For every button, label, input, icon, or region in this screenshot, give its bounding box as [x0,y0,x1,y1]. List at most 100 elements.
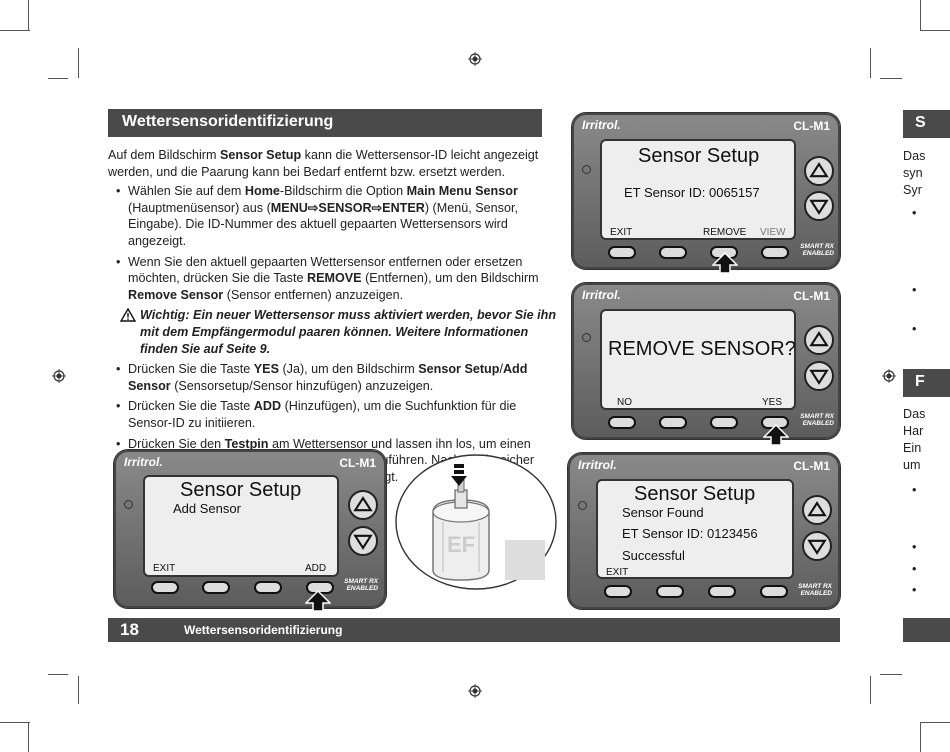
brand-logo: Irritrol. [582,288,621,302]
screen-title: Sensor Setup [180,479,302,501]
bold-text: Testpin [224,436,269,451]
softkey-button[interactable] [761,246,789,259]
softkey-button[interactable] [760,585,788,598]
right-page-text: Har [903,424,924,438]
down-button-icon[interactable] [804,361,834,391]
press-arrow-icon [712,252,738,274]
text: ) (Menü, Sensor, Eingabe). Die ID-Nummer… [128,200,518,248]
text: (Sensor entfernen) anzuzeigen. [223,287,404,302]
body-text: Auf dem Bildschirm Sensor Setup kann die… [108,147,563,489]
brand-logo: Irritrol. [582,118,621,132]
right-page-bullet: • [912,583,917,597]
smart-rx-line: ENABLED [802,250,834,257]
softkey-button[interactable] [656,585,684,598]
lcd-screen: REMOVE SENSOR? NO YES [600,309,796,410]
screen-title: REMOVE SENSOR? [608,338,796,360]
right-page-bullet: • [912,206,917,220]
warning-note: Wichtig: Ein neuer Wettersensor muss akt… [108,307,563,357]
screen-line: ET Sensor ID: 0065157 [624,185,760,200]
warning-icon [120,308,136,323]
crop-mark [0,30,30,31]
crop-mark [870,48,871,78]
intro-text: kann die Wettersensor-ID leicht angezeig… [108,148,539,179]
down-button-icon[interactable] [348,526,378,556]
softkey-button[interactable] [254,581,282,594]
section-title: Wettersensoridentifizierung [122,113,334,130]
footer-title: Wettersensoridentifizierung [184,623,343,637]
lcd-screen: Sensor Setup Add Sensor EXIT ADD [143,475,339,577]
crop-mark [78,676,79,704]
crop-mark [78,48,79,78]
bold-text: MENU⇨SENSOR⇨ENTER [270,200,425,215]
up-button-icon[interactable] [804,325,834,355]
softkey-button[interactable] [604,585,632,598]
up-button-icon[interactable] [802,495,832,525]
screen-line: Successful [622,548,685,563]
bullet: • [116,399,121,414]
sensor-testpin-illustration: EF [395,454,557,590]
right-page-footer [903,618,950,642]
crop-mark [880,674,902,675]
text: Wählen Sie auf dem [128,184,245,199]
softkey-label: NO [617,397,632,408]
smart-rx-line: SMART RX [800,243,834,250]
softkey-label: VIEW [760,227,786,238]
right-page-text: um [903,458,921,472]
right-page-text: Syr [903,183,922,197]
right-page-text: syn [903,166,923,180]
list-item: •Drücken Sie die Taste YES (Ja), um den … [108,361,563,394]
bold-text: YES [253,362,279,377]
smart-rx-line: SMART RX [798,583,832,590]
controller-device-remove-sensor: Irritrol. CL-M1 REMOVE SENSOR? NO YES SM… [572,283,840,439]
model-label: CL-M1 [793,289,830,303]
right-page-bullet: • [912,483,917,497]
screen-title: Sensor Setup [638,145,760,167]
text: (Ja), um den Bildschirm [278,362,419,377]
registration-mark-icon [882,369,896,383]
controller-device-sensor-setup: Irritrol. CL-M1 Sensor Setup ET Sensor I… [572,113,840,269]
right-page-header-text: F [915,373,925,390]
down-button-icon[interactable] [802,531,832,561]
smart-rx-line: ENABLED [346,585,378,592]
softkey-button[interactable] [659,246,687,259]
crop-mark [0,722,30,723]
softkey-button[interactable] [710,416,738,429]
bold-text: Home [244,184,280,199]
text: Drücken Sie den [128,436,225,451]
right-page-bullet: • [912,562,917,576]
page-number: 18 [120,620,139,639]
lcd-screen: Sensor Setup Sensor Found ET Sensor ID: … [596,479,794,579]
softkey-button[interactable] [659,416,687,429]
softkey-label: REMOVE [703,227,747,238]
status-led [582,333,591,342]
up-button-icon[interactable] [348,490,378,520]
right-page-header-text: S [915,114,926,131]
text: Wenn Sie den aktuell gepaarten Wettersen… [128,254,523,286]
registration-mark-icon [468,52,482,66]
down-button-icon[interactable] [804,191,834,221]
status-led [582,165,591,174]
softkey-button[interactable] [151,581,179,594]
up-button-icon[interactable] [804,156,834,186]
bold-text: Remove Sensor [128,287,224,302]
softkey-button[interactable] [202,581,230,594]
press-arrow-icon [763,424,789,446]
brand-logo: Irritrol. [578,458,617,472]
softkey-label: EXIT [606,567,629,578]
screen-line: Add Sensor [173,501,241,516]
crop-mark [920,30,950,31]
crop-mark [48,78,68,79]
page-footer: 18 Wettersensoridentifizierung [108,618,840,642]
crop-mark [48,674,68,675]
softkey-label: ADD [305,563,327,574]
bullet: • [116,362,121,377]
warning-text: Wichtig: Ein neuer Wettersensor muss akt… [140,308,557,356]
smart-rx-line: ENABLED [802,420,834,427]
screen-line: Sensor Found [622,505,704,520]
text: (Hinzufügen), um die Suchfunktion für di… [128,399,517,430]
softkey-button[interactable] [608,416,636,429]
softkey-button[interactable] [708,585,736,598]
softkey-button[interactable] [608,246,636,259]
